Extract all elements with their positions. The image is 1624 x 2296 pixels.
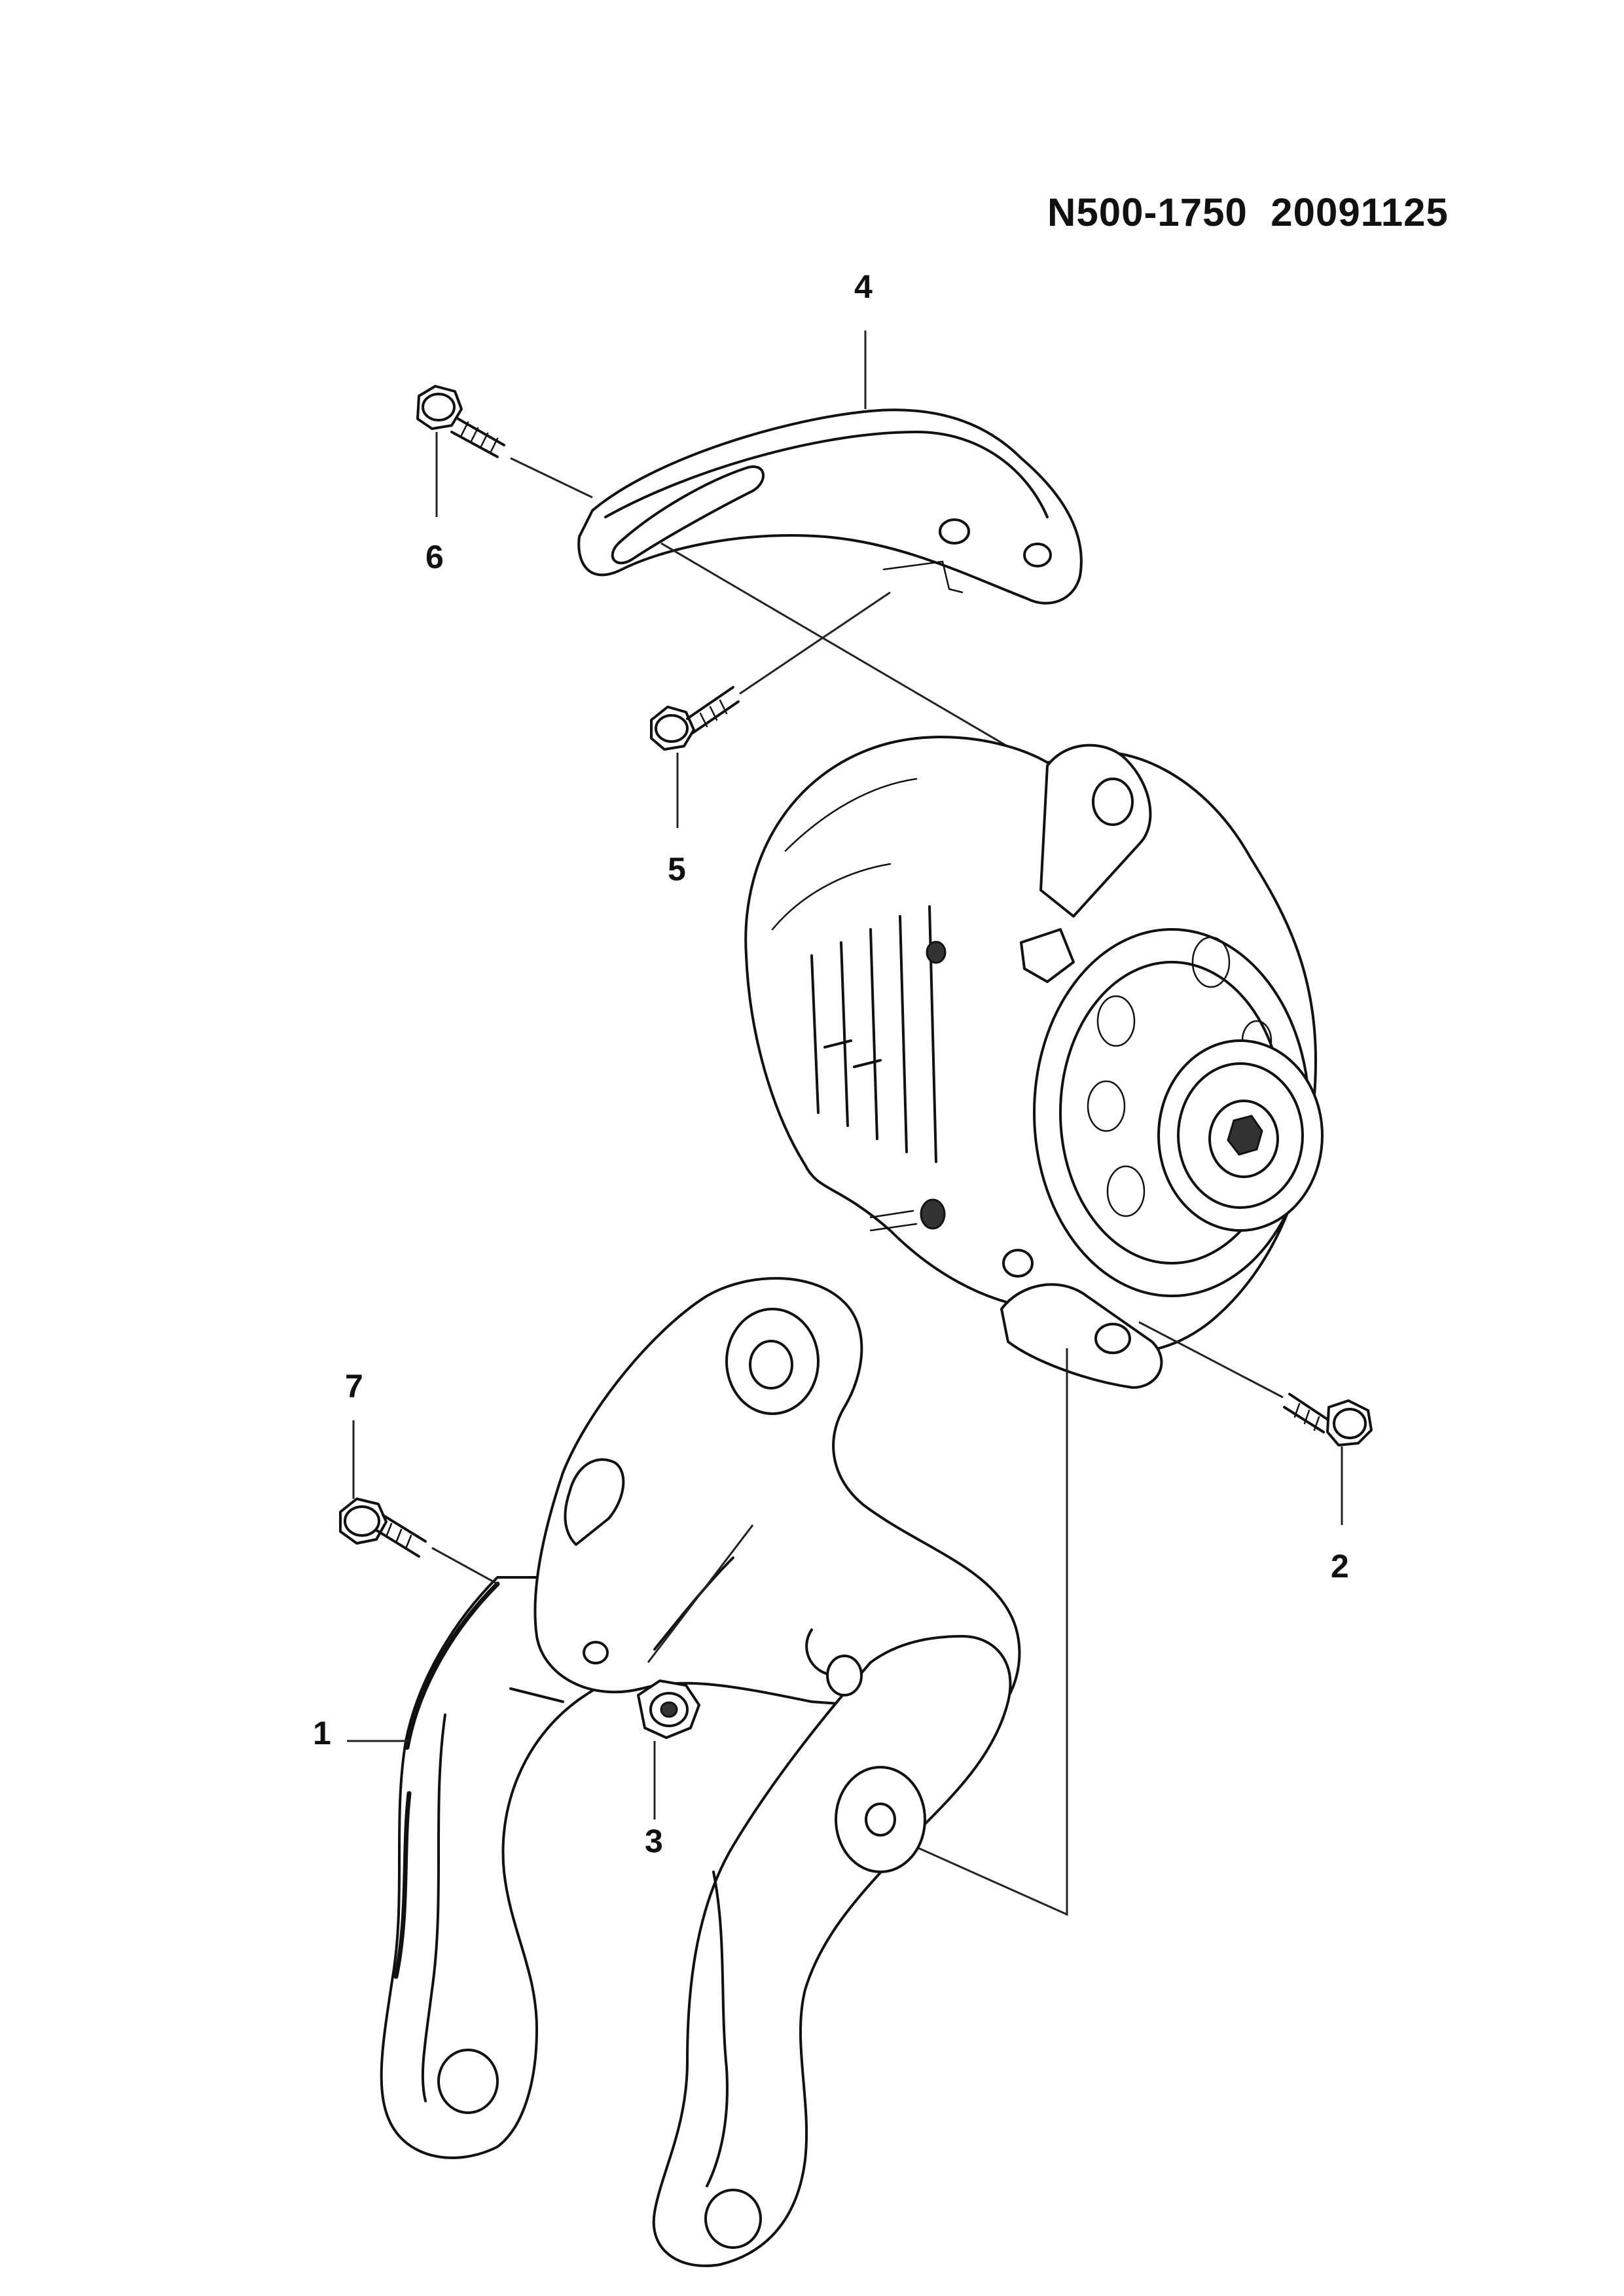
- callout-1: 1: [313, 1715, 331, 1751]
- bolt-7-axis: [431, 1547, 498, 1585]
- bolt-6: [416, 385, 505, 458]
- callout-3: 3: [645, 1823, 663, 1859]
- callout-7: 7: [345, 1368, 363, 1405]
- adjusting-bracket: [577, 408, 1083, 605]
- bolt-5-axis: [739, 591, 891, 695]
- lower-alignment-line: [912, 1348, 1068, 1916]
- callout-4: 4: [854, 268, 873, 305]
- alternator: [744, 736, 1324, 1389]
- document-code: N500-1750 20091125: [1047, 190, 1449, 234]
- bracket-alignment-line: [660, 542, 1041, 767]
- bolt-5: [650, 686, 740, 751]
- callout-6: 6: [425, 539, 444, 575]
- nut-3-axis: [647, 1524, 754, 1663]
- bolt-6-axis: [510, 457, 593, 499]
- nut-3: [637, 1679, 700, 1739]
- mounting-bracket: [380, 1277, 1021, 2267]
- callout-5: 5: [668, 851, 686, 888]
- bolt-2-axis: [1138, 1321, 1284, 1399]
- callout-2: 2: [1331, 1548, 1349, 1585]
- bolt-2: [1283, 1393, 1373, 1446]
- bolt-7: [339, 1498, 427, 1558]
